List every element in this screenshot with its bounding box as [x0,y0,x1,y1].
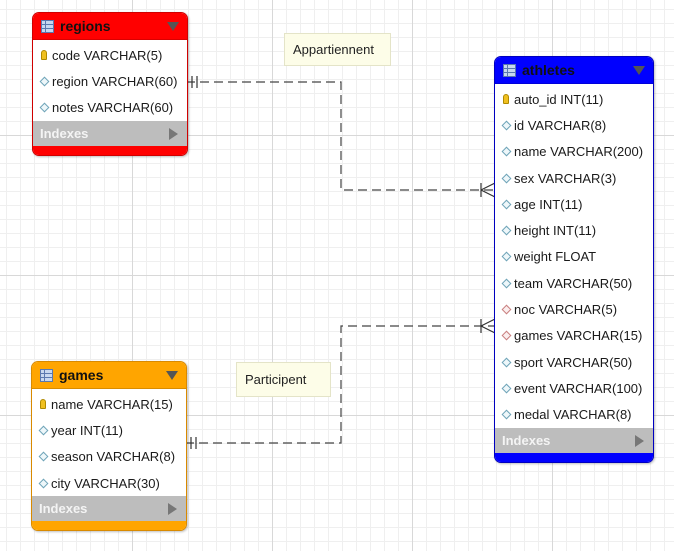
indexes-label: Indexes [39,501,88,517]
table-icon [41,19,54,33]
collapse-arrow-icon[interactable] [166,371,178,380]
column-row[interactable]: name VARCHAR(200) [495,139,653,165]
column-row[interactable]: code VARCHAR(5) [33,42,187,68]
column-label: id VARCHAR(8) [514,117,607,133]
column-row[interactable]: auto_id INT(11) [495,86,653,112]
column-label: medal VARCHAR(8) [514,407,632,423]
table-title: regions [60,18,111,34]
column-label: weight FLOAT [514,249,597,265]
column-label: noc VARCHAR(5) [514,302,618,318]
primary-key-icon [40,399,46,410]
collapse-arrow-icon[interactable] [167,22,179,31]
column-label: height INT(11) [514,223,597,239]
expand-arrow-icon[interactable] [169,127,178,140]
participent-text: Participent [245,372,307,387]
column-diamond-icon [501,251,511,262]
table-footer [33,145,187,155]
table-regions[interactable]: regions code VARCHAR(5) region VARCHAR(6… [32,12,188,156]
column-label: sport VARCHAR(50) [514,354,633,370]
column-label: city VARCHAR(30) [51,475,160,491]
column-diamond-icon [38,451,48,462]
table-title: games [59,367,104,383]
column-row[interactable]: city VARCHAR(30) [32,470,186,496]
column-diamond-icon [501,409,511,420]
column-label: games VARCHAR(15) [514,328,643,344]
column-diamond-icon [501,383,511,394]
column-diamond-icon [501,357,511,368]
column-row[interactable]: sport VARCHAR(50) [495,349,653,375]
primary-key-icon [503,94,509,105]
column-row[interactable]: notes VARCHAR(60) [33,95,187,121]
foreign-key-diamond-icon [501,330,511,341]
primary-key-icon [41,50,47,61]
column-row[interactable]: season VARCHAR(8) [32,444,186,470]
column-diamond-icon [39,102,49,113]
column-diamond-icon [501,278,511,289]
column-label: name VARCHAR(200) [514,144,644,160]
column-row[interactable]: year INT(11) [32,417,186,443]
athletes-many-marker-bottom [480,318,496,334]
indexes-label: Indexes [502,432,551,448]
column-list: auto_id INT(11) id VARCHAR(8) name VARCH… [495,84,653,428]
column-label: name VARCHAR(15) [51,396,173,412]
column-row[interactable]: games VARCHAR(15) [495,323,653,349]
column-row[interactable]: name VARCHAR(15) [32,391,186,417]
indexes-section[interactable]: Indexes [495,427,653,453]
table-athletes[interactable]: athletes auto_id INT(11) id VARCHAR(8) n… [494,56,654,463]
column-label: team VARCHAR(50) [514,275,633,291]
table-icon [40,368,53,382]
column-label: auto_id INT(11) [514,91,604,107]
column-label: notes VARCHAR(60) [52,100,174,116]
table-header[interactable]: games [32,362,186,389]
column-diamond-icon [501,120,511,131]
column-row[interactable]: sex VARCHAR(3) [495,165,653,191]
column-label: region VARCHAR(60) [52,73,178,89]
column-label: season VARCHAR(8) [51,449,176,465]
column-diamond-icon [39,76,49,87]
expand-arrow-icon[interactable] [635,434,644,447]
appartiennent-text: Appartiennent [293,42,374,57]
collapse-arrow-icon[interactable] [633,66,645,75]
column-row[interactable]: weight FLOAT [495,244,653,270]
column-row[interactable]: team VARCHAR(50) [495,270,653,296]
column-row[interactable]: noc VARCHAR(5) [495,296,653,322]
column-label: year INT(11) [51,422,123,438]
games-athletes-line [185,325,495,444]
column-row[interactable]: age INT(11) [495,191,653,217]
indexes-section[interactable]: Indexes [32,496,186,522]
indexes-section[interactable]: Indexes [33,120,187,146]
table-footer [495,452,653,462]
table-games[interactable]: games name VARCHAR(15) year INT(11) seas… [31,361,187,532]
relationship-label-participent[interactable]: Participent [236,362,331,397]
column-diamond-icon [501,173,511,183]
column-diamond-icon [501,225,511,236]
table-title: athletes [522,62,575,78]
column-label: code VARCHAR(5) [52,47,163,63]
column-diamond-icon [501,146,511,157]
table-footer [32,521,186,531]
regions-athletes-line [186,81,495,191]
column-row[interactable]: region VARCHAR(60) [33,68,187,94]
indexes-label: Indexes [40,125,89,141]
table-header[interactable]: athletes [495,57,653,84]
column-list: code VARCHAR(5) region VARCHAR(60) notes… [33,40,187,121]
relationship-label-appartiennent[interactable]: Appartiennent [284,33,391,66]
expand-arrow-icon[interactable] [168,503,177,516]
athletes-many-marker-top [480,182,496,198]
column-diamond-icon [501,199,511,210]
column-diamond-icon [38,478,48,488]
table-icon [503,63,516,77]
column-row[interactable]: id VARCHAR(8) [495,112,653,138]
column-label: event VARCHAR(100) [514,380,643,396]
column-row[interactable]: event VARCHAR(100) [495,375,653,401]
column-label: age INT(11) [514,196,583,212]
table-header[interactable]: regions [33,13,187,40]
column-label: sex VARCHAR(3) [514,170,617,186]
column-list: name VARCHAR(15) year INT(11) season VAR… [32,389,186,497]
foreign-key-diamond-icon [501,304,511,315]
column-row[interactable]: medal VARCHAR(8) [495,402,653,428]
column-row[interactable]: height INT(11) [495,217,653,243]
column-diamond-icon [38,425,48,436]
